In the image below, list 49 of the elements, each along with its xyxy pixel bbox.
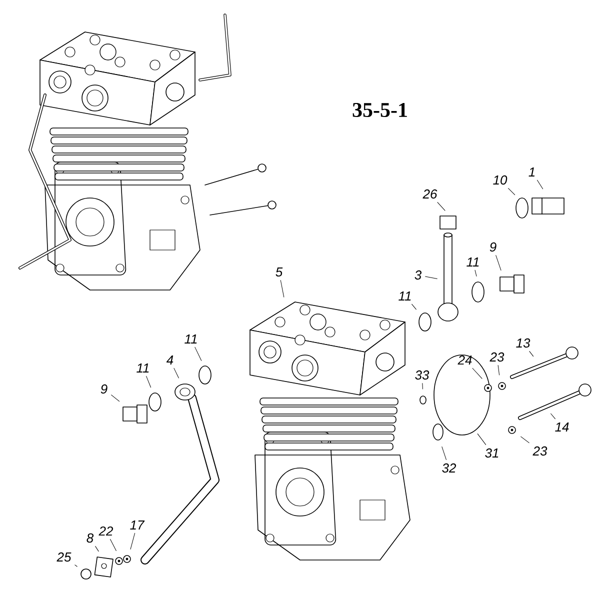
leader-line [95,546,99,552]
callout-number: 22 [98,526,114,536]
title: 35-5-1 [352,102,407,118]
leader-line [536,180,544,190]
callout-number: 14 [555,422,569,432]
callout-number: 4 [166,356,174,364]
leader-line [74,564,78,567]
callout-number: 11 [136,364,149,372]
leader-line [472,368,482,379]
leader-line [110,539,116,551]
callout-number: 17 [130,520,145,530]
leader-line [111,394,120,402]
callout-number: 11 [466,258,479,266]
leader-line [477,434,486,445]
callout-number: 3 [414,270,422,280]
callout-number: 11 [398,292,411,300]
leader-line [529,351,534,357]
leader-line [474,270,477,276]
leader-line [280,280,284,298]
callout-number: 23 [532,446,548,456]
callout-number: 10 [493,175,508,185]
callout-number: 9 [490,242,496,252]
leader-line [146,376,152,388]
callout-number: 33 [415,370,430,380]
callout-number: 26 [422,189,438,199]
leader-line [425,276,438,280]
callout-number: 13 [516,338,530,348]
callout-number: 24 [458,355,472,365]
leader-line [442,446,446,460]
leader-line [437,202,446,211]
leader-line [422,383,423,390]
callout-number: 23 [490,352,504,362]
callout-number: 1 [528,168,535,176]
callout-number: 9 [100,384,108,394]
leader-line [174,368,179,378]
callout-number: 11 [184,334,197,344]
leader-line [194,346,202,361]
callout-number: 25 [56,552,72,562]
leader-line [498,365,500,376]
leader-line [496,255,502,271]
leader-line [412,304,416,310]
callout-number: 8 [86,533,94,543]
callout-number: 32 [442,463,456,473]
leader-line [550,413,556,420]
leader-line [520,436,530,444]
callout-number: 31 [485,448,498,458]
leader-line [130,532,136,550]
callout-number: 5 [276,267,283,277]
leader-line [508,188,516,196]
